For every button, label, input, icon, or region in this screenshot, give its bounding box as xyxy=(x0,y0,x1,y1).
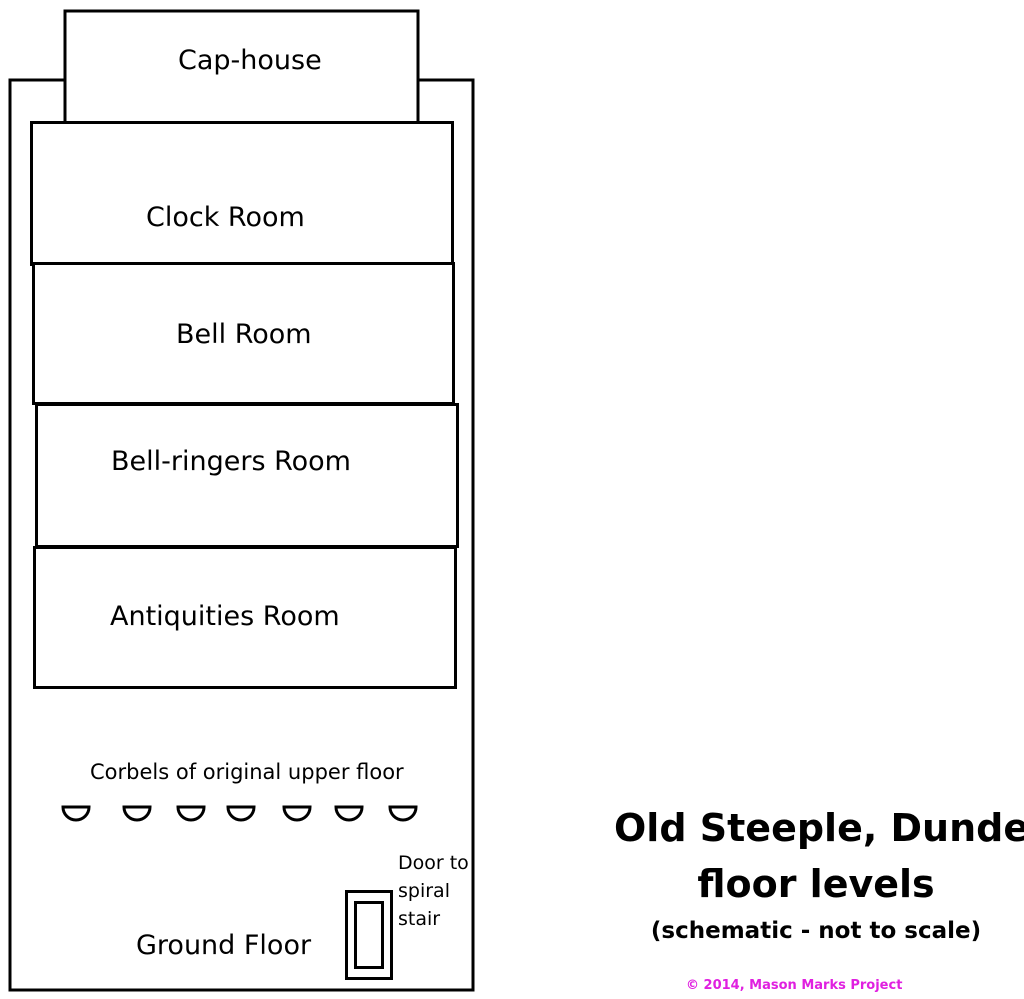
door-label-2: spiral xyxy=(398,880,450,902)
title-line-2: floor levels xyxy=(697,862,935,906)
corbel xyxy=(334,805,364,822)
copyright: © 2014, Mason Marks Project xyxy=(686,978,903,993)
spiral-stair-door xyxy=(345,890,393,980)
ground-floor-label: Ground Floor xyxy=(136,930,312,961)
corbel xyxy=(122,805,152,822)
corbel xyxy=(388,805,418,822)
bell-room: Bell Room xyxy=(32,262,455,405)
title-line-1: Old Steeple, Dundee xyxy=(614,806,1024,850)
caphouse-label: Cap-house xyxy=(178,45,322,76)
door-label-3: stair xyxy=(398,908,441,930)
corbel xyxy=(226,805,256,822)
corbel xyxy=(176,805,206,822)
corbels-label: Corbels of original upper floor xyxy=(90,760,404,784)
door-label-1: Door to xyxy=(398,852,469,874)
spiral-stair-door-inner xyxy=(354,901,384,969)
corbel xyxy=(282,805,312,822)
subtitle: (schematic - not to scale) xyxy=(650,918,982,944)
clock-room-label: Clock Room xyxy=(146,202,305,233)
antiquities-room-label: Antiquities Room xyxy=(110,601,340,632)
bell-room-label: Bell Room xyxy=(176,319,312,350)
bell-ringers-room-label: Bell-ringers Room xyxy=(111,446,351,477)
bell-ringers-room: Bell-ringers Room xyxy=(35,403,459,548)
clock-room: Clock Room xyxy=(30,121,454,266)
antiquities-room: Antiquities Room xyxy=(33,546,457,689)
corbel xyxy=(61,805,91,822)
